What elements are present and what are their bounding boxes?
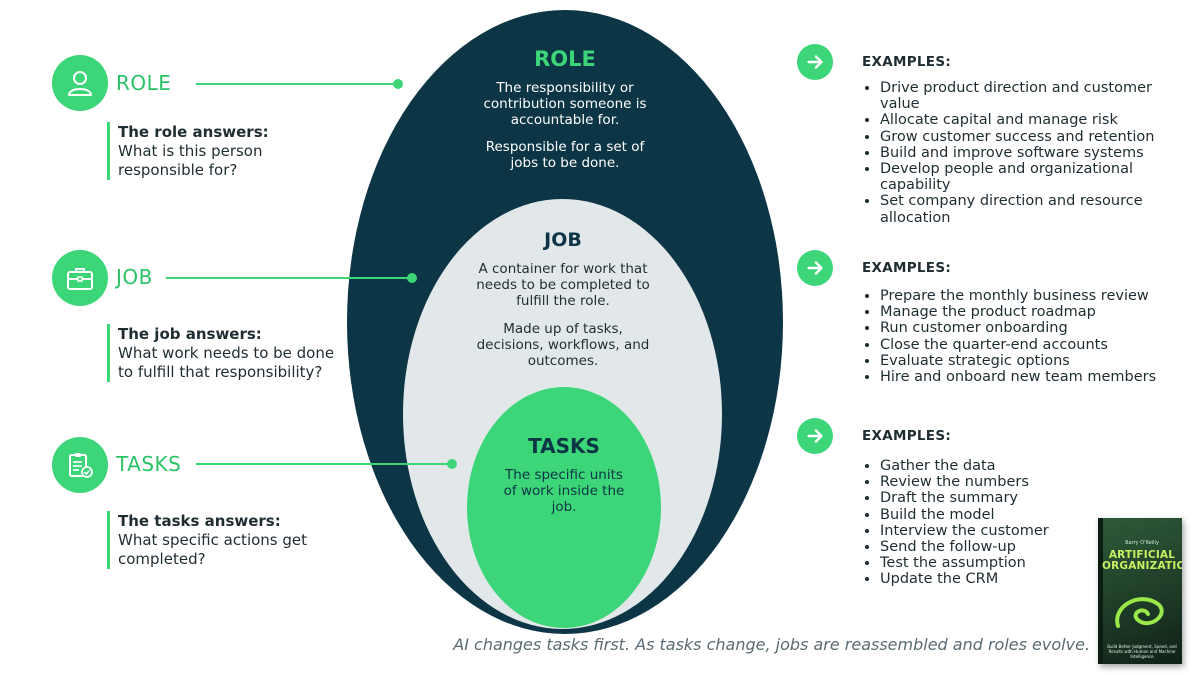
book-cover: Barry O'Reilly ARTIFICIAL ORGANIZATIONS …: [1098, 518, 1182, 664]
list-item: Drive product direction and customer val…: [880, 80, 1180, 112]
role-answer-text: What is this person responsible for?: [118, 142, 263, 179]
role-side-title: ROLE: [116, 71, 172, 95]
list-item: Interview the customer: [880, 523, 1180, 539]
person-icon: [68, 71, 92, 96]
list-item: Manage the product roadmap: [880, 304, 1180, 320]
role-examples-heading: EXAMPLES:: [862, 54, 952, 70]
book-spine: [1098, 518, 1103, 664]
book-title: ARTIFICIAL ORGANIZATIONS: [1102, 550, 1182, 572]
list-item: Set company direction and resource alloc…: [880, 193, 1180, 225]
book-title-line2: ORGANIZATIONS: [1102, 560, 1182, 572]
tasks-ellipse-title: TASKS: [528, 434, 600, 458]
book-title-line1: ARTIFICIAL: [1108, 549, 1176, 561]
role-icon-circle: [52, 55, 108, 111]
role-answer-heading: The role answers:: [118, 123, 269, 141]
job-connector-line: [166, 277, 412, 279]
caption: AI changes tasks first. As tasks change,…: [453, 635, 1090, 654]
list-item: Test the assumption: [880, 555, 1180, 571]
tasks-answer-heading: The tasks answers:: [118, 512, 281, 530]
list-item: Develop people and organizational capabi…: [880, 161, 1180, 193]
role-ellipse-title: ROLE: [534, 47, 596, 71]
job-icon-circle: [52, 250, 108, 306]
tasks-connector-dot: [447, 459, 457, 469]
arrow-right-icon: [807, 55, 823, 69]
list-item: Evaluate strategic options: [880, 353, 1180, 369]
list-item: Hire and onboard new team members: [880, 369, 1180, 385]
list-item: Review the numbers: [880, 474, 1180, 490]
job-answer-text: What work needs to be done to fulfill th…: [118, 344, 335, 381]
role-connector-line: [196, 83, 398, 85]
tasks-examples-list: Gather the data Review the numbers Draft…: [862, 458, 1180, 588]
list-item: Close the quarter-end accounts: [880, 337, 1180, 353]
job-ellipse-note: Made up of tasks, decisions, workflows, …: [476, 321, 650, 369]
list-item: Draft the summary: [880, 490, 1180, 506]
list-item: Update the CRM: [880, 571, 1180, 587]
book-author: Barry O'Reilly: [1125, 540, 1159, 546]
list-item: Grow customer success and retention: [880, 129, 1180, 145]
job-ellipse-title: JOB: [544, 229, 582, 251]
job-answer-block: The job answers: What work needs to be d…: [107, 324, 348, 382]
job-side-title: JOB: [116, 265, 153, 289]
list-item: Prepare the monthly business review: [880, 288, 1180, 304]
tasks-connector-line: [196, 463, 452, 465]
list-item: Send the follow-up: [880, 539, 1180, 555]
job-examples-arrow: [797, 250, 833, 286]
role-ellipse-note: Responsible for a set of jobs to be done…: [485, 139, 645, 171]
swirl-icon: [1115, 597, 1164, 628]
job-connector-dot: [407, 273, 417, 283]
tasks-ellipse: [467, 387, 661, 628]
role-ellipse-description: The responsibility or contribution someo…: [483, 80, 647, 128]
arrow-right-icon: [807, 429, 823, 443]
tasks-examples-arrow: [797, 418, 833, 454]
job-examples-list: Prepare the monthly business review Mana…: [862, 288, 1180, 385]
arrow-right-icon: [807, 261, 823, 275]
list-item: Allocate capital and manage risk: [880, 112, 1180, 128]
list-item: Run customer onboarding: [880, 320, 1180, 336]
role-examples-list: Drive product direction and customer val…: [862, 80, 1180, 226]
tasks-icon-circle: [52, 437, 108, 493]
tasks-ellipse-description: The specific units of work inside the jo…: [503, 467, 625, 515]
tasks-examples-heading: EXAMPLES:: [862, 428, 952, 444]
tasks-answer-block: The tasks answers: What specific actions…: [107, 511, 348, 569]
role-answer-block: The role answers: What is this person re…: [107, 122, 348, 180]
job-ellipse-description: A container for work that needs to be co…: [476, 261, 650, 309]
list-item: Build the model: [880, 507, 1180, 523]
book-subtitle: Build Better Judgment, Speed, and Result…: [1107, 644, 1177, 659]
role-connector-dot: [393, 79, 403, 89]
briefcase-icon: [67, 268, 93, 290]
checklist-icon: [69, 453, 93, 478]
job-answer-heading: The job answers:: [118, 325, 262, 343]
list-item: Gather the data: [880, 458, 1180, 474]
tasks-answer-text: What specific actions get completed?: [118, 531, 308, 568]
tasks-side-title: TASKS: [116, 452, 182, 476]
role-examples-arrow: [797, 44, 833, 80]
list-item: Build and improve software systems: [880, 145, 1180, 161]
job-examples-heading: EXAMPLES:: [862, 260, 952, 276]
